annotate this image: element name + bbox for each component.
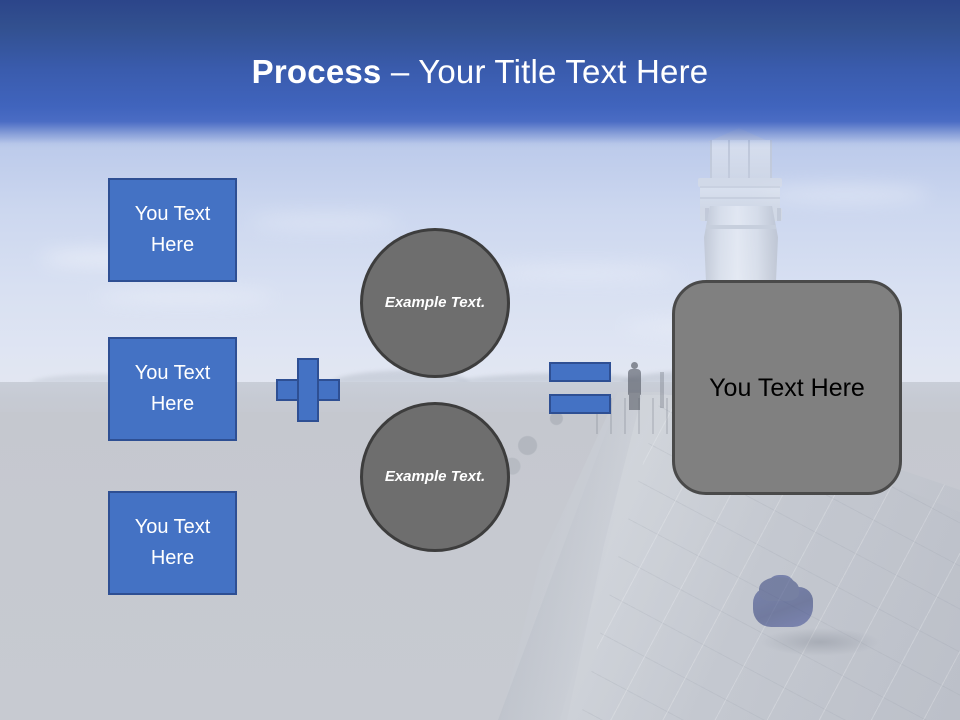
- factor-circle-1[interactable]: Example Text.: [360, 228, 510, 378]
- title-bold-part: Process: [251, 53, 382, 90]
- cloud-icon: [250, 215, 400, 229]
- result-box-label: You Text Here: [709, 373, 865, 402]
- person-legs: [629, 393, 640, 410]
- input-box-1[interactable]: You Text Here: [108, 178, 237, 282]
- title-regular-part: Your Title Text Here: [418, 53, 709, 90]
- equals-icon: [549, 362, 611, 414]
- factor-circle-2[interactable]: Example Text.: [360, 402, 510, 552]
- pier-post: [660, 372, 664, 408]
- lighthouse-band: [706, 225, 776, 229]
- person-body: [628, 369, 641, 395]
- input-box-1-label: You Text Here: [134, 203, 211, 256]
- cloud-icon: [760, 185, 930, 203]
- lighthouse-gallery: [698, 178, 782, 187]
- input-box-2[interactable]: You Text Here: [108, 337, 237, 441]
- title-separator: –: [381, 53, 419, 90]
- backpack-shadow: [760, 628, 880, 656]
- input-box-3[interactable]: You Text Here: [108, 491, 237, 595]
- backpack-flap: [759, 577, 799, 601]
- equals-top-bar: [549, 362, 611, 382]
- person-head: [631, 362, 638, 369]
- result-box[interactable]: You Text Here: [672, 280, 902, 495]
- input-box-2-label: You Text Here: [134, 362, 211, 415]
- plus-icon: [276, 358, 340, 422]
- plus-center-fill: [299, 381, 317, 399]
- equals-bottom-bar: [549, 394, 611, 414]
- cloud-icon: [95, 290, 275, 303]
- factor-circle-2-label: Example Text.: [384, 468, 486, 485]
- factor-circle-1-label: Example Text.: [384, 294, 486, 311]
- page-title: Process – Your Title Text Here: [0, 52, 960, 92]
- backpack-icon: [745, 575, 821, 633]
- title-band: [0, 0, 960, 148]
- distant-hill: [30, 374, 150, 384]
- input-box-3-label: You Text Here: [134, 516, 211, 569]
- cloud-icon: [480, 265, 680, 280]
- person-icon: [624, 362, 644, 410]
